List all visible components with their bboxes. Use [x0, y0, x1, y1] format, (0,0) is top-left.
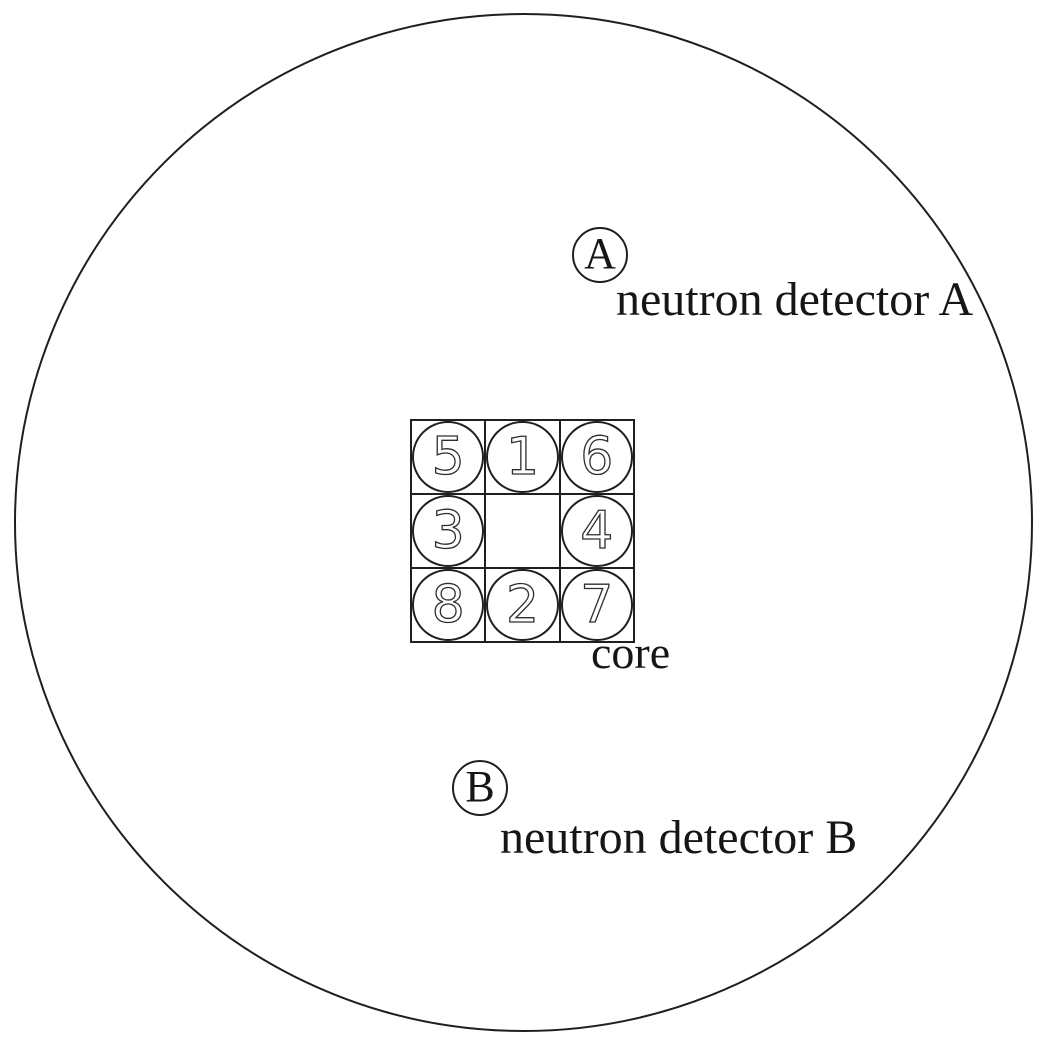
fuel-element-circle: 8 [412, 569, 485, 641]
detector-a-symbol: A [584, 228, 616, 278]
fuel-element-number: 6 [580, 427, 614, 487]
detector-b-marker: B [452, 760, 508, 816]
core-cell: 5 [411, 420, 486, 494]
reactor-vessel-circle [14, 13, 1033, 1032]
fuel-element-circle: 6 [560, 421, 633, 493]
fuel-element-number: 5 [431, 427, 465, 487]
detector-a-marker: A [572, 227, 628, 283]
fuel-element-number: 4 [580, 501, 614, 561]
detector-b-label: neutron detector B [500, 811, 858, 864]
fuel-element-number: 8 [431, 575, 465, 635]
core-cell: 6 [559, 420, 634, 494]
fuel-element-number: 2 [505, 575, 540, 635]
fuel-element-number: 1 [505, 427, 540, 487]
detector-a-label: neutron detector A [616, 273, 974, 326]
core-grid: 5 1 6 3 4 8 [410, 419, 635, 643]
fuel-element-circle: 2 [486, 569, 559, 641]
detector-b-symbol: B [465, 761, 495, 811]
fuel-element-circle: 1 [486, 421, 559, 493]
fuel-element-circle: 7 [560, 569, 633, 641]
fuel-element-circle: 4 [560, 495, 633, 567]
core-cell: 1 [485, 420, 560, 494]
fuel-element-circle: 5 [412, 421, 485, 493]
core-cell: 7 [559, 568, 634, 642]
core-cell: 2 [485, 568, 560, 642]
core-label: core [591, 627, 671, 678]
core-cell-empty [485, 494, 560, 568]
fuel-element-number: 3 [431, 501, 465, 561]
fuel-element-number: 7 [580, 575, 614, 635]
core-cell: 3 [411, 494, 486, 568]
core-cell: 8 [411, 568, 486, 642]
fuel-element-circle: 3 [412, 495, 485, 567]
core-cell: 4 [559, 494, 634, 568]
